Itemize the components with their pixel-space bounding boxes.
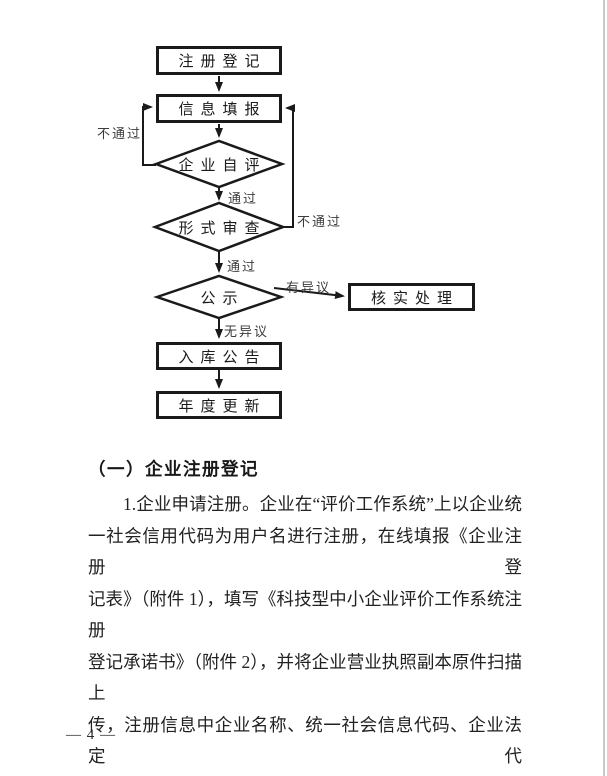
flow-box-verification: 核实处理 (348, 283, 475, 311)
flow-box-verification-label: 核实处理 (370, 289, 459, 307)
section-heading: （一）企业注册登记 (88, 459, 259, 479)
flow-box-registration: 注册登记 (156, 46, 282, 75)
flow-diamond-self-assessment: 企业自评 (156, 152, 282, 176)
paragraph-line: 一社会信用代码为用户名进行注册，在线填报《企业注册登 (88, 525, 522, 578)
flow-box-annual-update-label: 年度更新 (178, 397, 267, 415)
flow-diamond-formal-review: 形式审查 (155, 215, 283, 239)
flow-box-registration-label: 注册登记 (178, 53, 267, 70)
flow-box-annual-update: 年度更新 (156, 391, 282, 419)
paragraph-line: 记表》（附件 1），填写《科技型中小企业评价工作系统注册 (88, 588, 522, 641)
paragraph-line: 表人应与营业执照一致，企业法定代表人、联系人手机及电 (88, 773, 522, 776)
edge-label-objection: 有异议 (286, 280, 332, 295)
paragraph-line: 传，注册信息中企业名称、统一社会信息代码、企业法定代 (88, 714, 522, 767)
edge-label-pass-1: 通过 (228, 191, 259, 206)
page-number: — 4 — (66, 727, 116, 743)
flow-box-inclusion-announcement: 入库公告 (156, 342, 282, 370)
edge-label-fail-right: 不通过 (297, 214, 343, 229)
body-text-block: （一）企业注册登记 1.企业申请注册。企业在“评价工作系统”上以企业统 一社会信… (88, 457, 522, 776)
flow-diamond-self-assessment-label: 企业自评 (178, 156, 267, 174)
flow-diamond-formal-review-label: 形式审查 (178, 219, 267, 237)
flow-box-info-filling: 信息填报 (156, 94, 282, 123)
paragraph-line: 1.企业申请注册。企业在“评价工作系统”上以企业统 (123, 494, 522, 514)
flow-box-info-filling-label: 信息填报 (178, 101, 267, 118)
flow-diamond-public-notice-label: 公示 (200, 289, 245, 307)
edge-label-fail-left: 不通过 (97, 126, 143, 141)
flowchart-arrows (142, 76, 345, 389)
flow-diamond-public-notice: 公示 (157, 285, 281, 309)
scan-edge-line (603, 0, 605, 776)
edge-label-pass-2: 通过 (227, 259, 258, 274)
flow-box-inclusion-announcement-label: 入库公告 (178, 348, 267, 366)
paragraph-line: 登记承诺书》（附件 2），并将企业营业执照副本原件扫描上 (88, 651, 522, 704)
edge-label-no-objection: 无异议 (224, 324, 270, 339)
